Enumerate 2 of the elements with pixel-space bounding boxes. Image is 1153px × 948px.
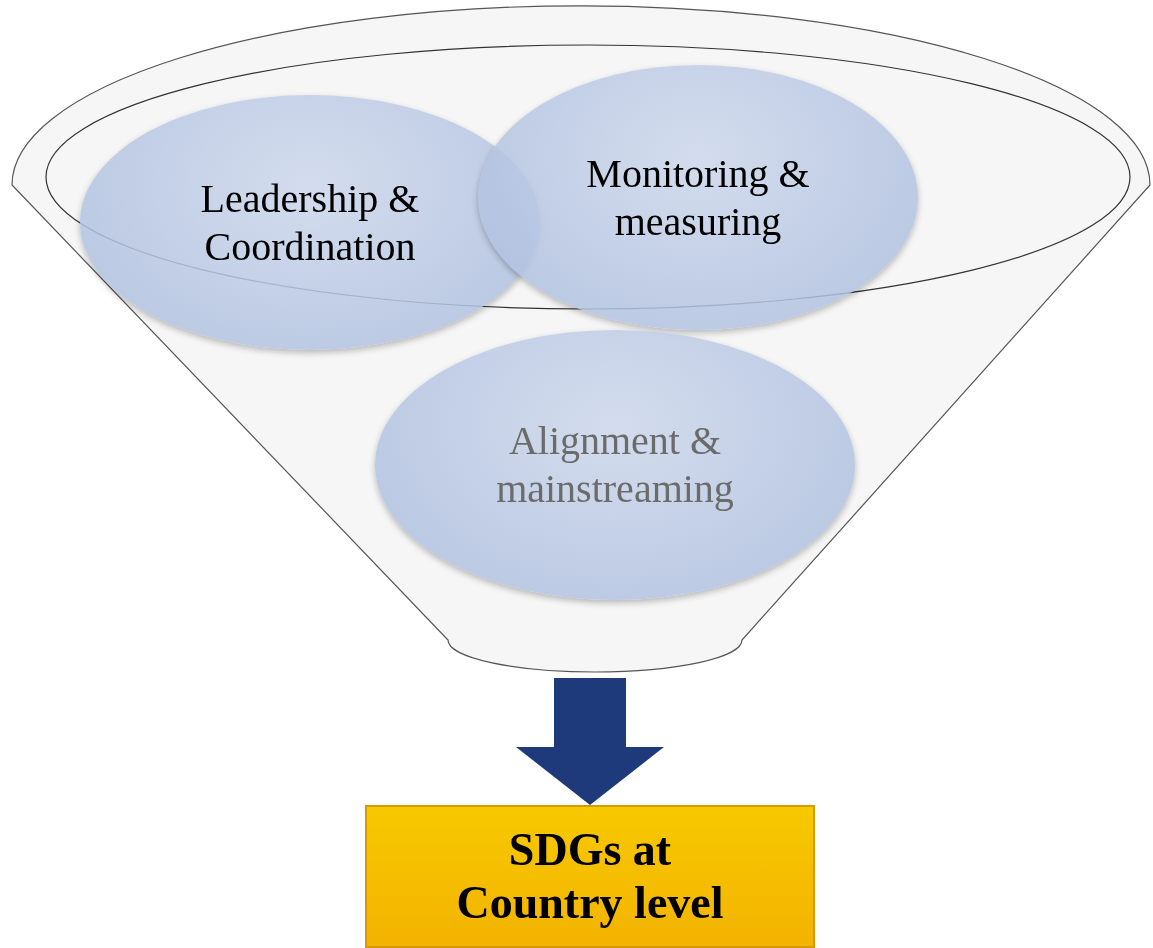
arrow [516, 678, 664, 805]
result-box: SDGs at Country level [365, 805, 815, 948]
